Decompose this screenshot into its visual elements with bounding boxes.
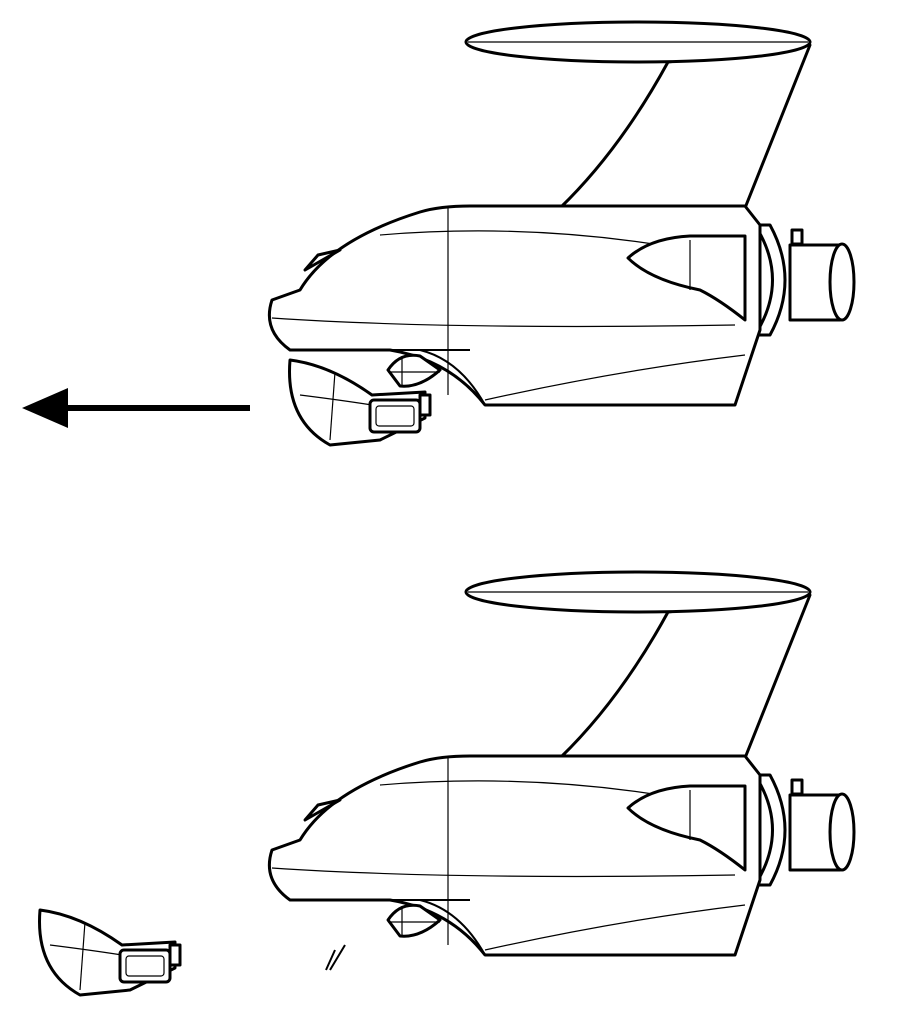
exploded-view [267, 570, 856, 971]
nose-cap-detached [38, 908, 182, 997]
device-body [267, 20, 856, 407]
device-body-exploded [267, 570, 856, 957]
latch-wire [325, 944, 346, 971]
removal-arrow [22, 388, 250, 428]
assembled-view [22, 20, 856, 447]
